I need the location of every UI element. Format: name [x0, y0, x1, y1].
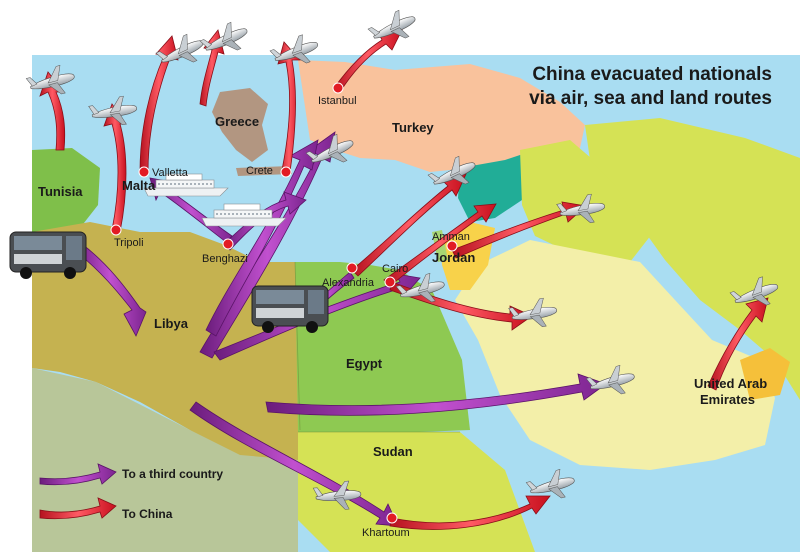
amman-dot [446, 240, 458, 252]
country-label-sudan: Sudan [373, 444, 413, 459]
country-label-turkey: Turkey [392, 120, 434, 135]
bus-icon [9, 231, 87, 280]
country-label-egypt: Egypt [346, 356, 383, 371]
chad-region [32, 368, 298, 552]
valletta-dot [138, 166, 150, 178]
country-label-tunisia: Tunisia [38, 184, 83, 199]
turkey-region [298, 60, 585, 172]
country-label-malta: Malta [122, 178, 156, 193]
city-label-crete: Crete [246, 165, 273, 177]
city-label-amman: Amman [432, 231, 470, 243]
arrow-uae-north [707, 297, 769, 391]
syria-region [458, 150, 535, 222]
arrow-legend-purple [39, 463, 117, 486]
arrow-legend-red [39, 497, 117, 520]
crete-dot [280, 166, 292, 178]
city-label-alexandria: Alexandria [322, 277, 375, 289]
arrow-valletta-north [139, 35, 179, 173]
city-label-tripoli: Tripoli [114, 237, 144, 249]
arrow-libya-to-saudi [265, 373, 607, 416]
city-label-cairo: Cairo [382, 263, 408, 275]
city-label-benghazi: Benghazi [202, 253, 248, 265]
arrow-tripoli-bus [73, 243, 147, 337]
uae-region [740, 348, 790, 400]
legend-to-china: To China [122, 507, 173, 521]
country-label-libya: Libya [154, 316, 189, 331]
arrow-khartoum-east [389, 495, 551, 530]
country-label-jordan: Jordan [432, 250, 475, 265]
country-label-greece: Greece [215, 114, 259, 129]
city-label-valletta: Valletta [152, 167, 189, 179]
crete-island [236, 166, 292, 176]
bus-icon [251, 285, 329, 334]
arrow-cairo-north [383, 203, 497, 287]
city-label-istanbul: Istanbul [318, 95, 357, 107]
map-title-line-1: China evacuated nationals [532, 64, 772, 85]
tripoli-dot [110, 224, 122, 236]
istanbul-dot [332, 82, 344, 94]
khartoum-dot [386, 512, 398, 524]
city-label-khartoum: Khartoum [362, 527, 410, 539]
alexandria-dot [346, 262, 358, 274]
legend-third-country: To a third country [122, 467, 223, 481]
country-label-uae-line-1: United Arab [694, 376, 767, 391]
benghazi-dot [222, 238, 234, 250]
cairo-dot [384, 276, 396, 288]
tunisia-region [32, 148, 100, 236]
country-label-uae-line-2: Emirates [700, 392, 755, 407]
saudi-region [455, 240, 775, 470]
greece-region [212, 88, 268, 162]
map-title-line-2: via air, sea and land routes [529, 88, 772, 109]
arrow-alexandria-north [351, 173, 467, 277]
